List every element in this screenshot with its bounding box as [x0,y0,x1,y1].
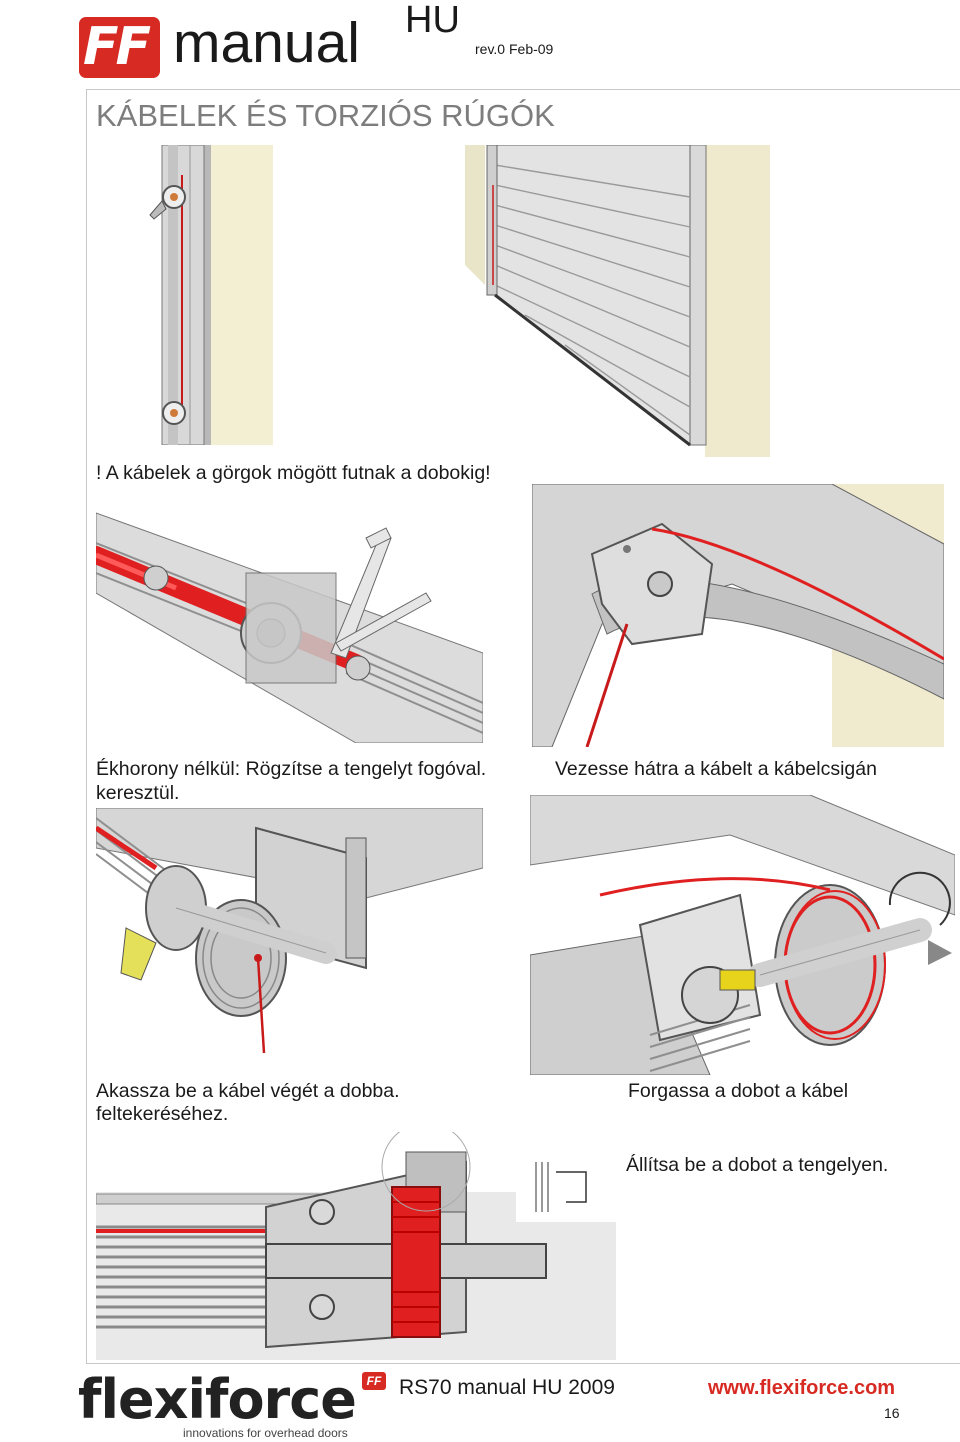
illustration-drum-hook [96,808,483,1053]
illustration-door-panels [465,145,770,457]
flexiforce-badge: FF [362,1372,386,1390]
brand-tagline: innovations for overhead doors [183,1426,348,1440]
document-name: RS70 manual HU 2009 [399,1376,615,1399]
illustration-shaft-clamp [96,503,483,743]
ff-logo-text: FF [83,17,151,77]
caption-fix-shaft: Ékhorony nélkül: Rögzítse a tengelyt fog… [96,758,487,780]
website-link[interactable]: www.flexiforce.com [708,1377,896,1399]
caption-hook-cable-cont: feltekeréséhez. [96,1103,229,1125]
flexiforce-logo: flexiforce [78,1368,357,1431]
illustration-cable-pulley [532,484,944,747]
caption-hook-cable: Akassza be a kábel végét a dobba. [96,1080,400,1102]
caption-fix-shaft-cont: keresztül. [96,782,180,804]
caption-set-drum: Állítsa be a dobot a tengelyen. [626,1154,889,1176]
footer-divider [86,1363,960,1364]
ff-logo: FF [79,17,160,78]
header-divider [86,89,960,90]
manual-heading: manual [173,11,360,75]
revision-label: rev.0 Feb-09 [475,41,554,57]
illustration-drum-winding [530,795,955,1075]
caption-cables-behind-rollers: ! A kábelek a görgok mögött futnak a dob… [96,462,491,484]
page-number: 16 [884,1405,900,1421]
page-title: KÁBELEK ÉS TORZIÓS RÚGÓK [96,98,555,133]
language-code: HU [405,0,460,41]
illustration-vertical-rail [148,145,273,445]
caption-guide-cable: Vezesse hátra a kábelt a kábelcsigán [555,758,877,780]
caption-rotate-drum: Forgassa a dobot a kábel [628,1080,849,1102]
left-margin-line [86,89,87,1363]
illustration-drum-on-shaft [96,1132,616,1360]
